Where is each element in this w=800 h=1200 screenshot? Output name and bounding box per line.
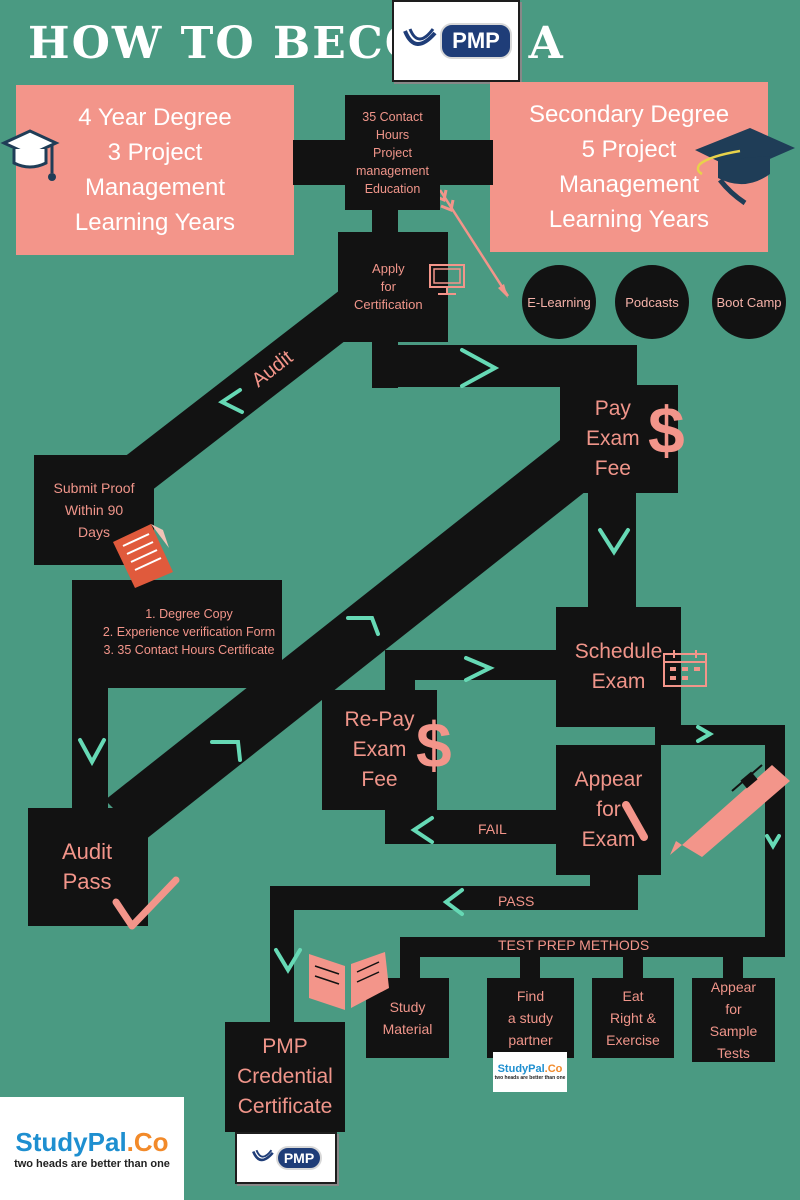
- proof-list-item: 3. 35 Contact Hours Certificate: [103, 643, 275, 657]
- appear-text: Appear for Exam: [574, 768, 643, 851]
- proof-list: 1. Degree Copy 2. Experience verificatio…: [84, 605, 294, 659]
- audit-pass-text: Audit Pass: [62, 839, 113, 894]
- chevron-left-icon: [218, 388, 244, 414]
- studypal-brand: StudyPal: [15, 1127, 127, 1157]
- test-prep-text: Find a study partner: [507, 988, 554, 1048]
- test-prep-box: Eat Right & Exercise: [592, 978, 674, 1058]
- pmp-logo: PMP: [235, 1132, 337, 1184]
- test-prep-box: Appear for Sample Tests: [692, 978, 775, 1062]
- graduation-cap-icon: [0, 129, 60, 181]
- test-prep-text: Study Material: [382, 999, 433, 1037]
- method-label: Boot Camp: [716, 294, 782, 310]
- chevron-right-icon: [460, 348, 500, 388]
- repay-text: Re-Pay Exam Fee: [344, 708, 415, 791]
- chevron-down-icon: [765, 834, 781, 850]
- path-audit-diagonal: [88, 290, 372, 515]
- chevron-up-right-icon: [210, 740, 242, 762]
- chevron-down-icon: [274, 948, 302, 974]
- studypal-logo: StudyPal.Co two heads are better than on…: [0, 1097, 184, 1200]
- open-book-icon: [309, 952, 389, 1010]
- test-prep-label: TEST PREP METHODS: [498, 937, 650, 953]
- appear-box: Appear for Exam: [556, 745, 661, 875]
- method-label: Podcasts: [625, 294, 679, 310]
- test-prep-box: Find a study partner: [487, 978, 574, 1058]
- path-fail: [385, 810, 560, 844]
- method-circle: Boot Camp: [712, 265, 786, 339]
- chevron-right-icon: [696, 725, 714, 743]
- submit-proof-box: Submit Proof Within 90 Days: [34, 455, 154, 565]
- method-label: E-Learning: [527, 294, 591, 310]
- studypal-suffix: .Co: [126, 1127, 169, 1157]
- stem-partner: [520, 950, 540, 980]
- pmp-swoosh-icon: [251, 1149, 274, 1162]
- graduation-cap-icon: [695, 128, 795, 206]
- method-circle: Podcasts: [615, 265, 689, 339]
- pass-label: PASS: [498, 893, 535, 909]
- schedule-box: Schedule Exam: [556, 607, 681, 727]
- pmp-credential-box: PMP Credential Certificate: [225, 1022, 345, 1132]
- test-prep-text: Eat Right & Exercise: [606, 988, 660, 1048]
- proof-list-block: [72, 580, 282, 688]
- chevron-right-icon: [464, 656, 495, 682]
- document-icon: [113, 524, 173, 588]
- secondary-degree-text: Secondary Degree 5 Project Management Le…: [528, 101, 730, 233]
- path-pass-down: [270, 886, 294, 1026]
- degree-4-year-box: 4 Year Degree 3 Project Management Learn…: [16, 85, 294, 255]
- chevron-left-icon: [442, 888, 464, 916]
- path-contact-to-apply: [372, 205, 398, 235]
- proof-list-item: 2. Experience verification Form: [102, 625, 276, 639]
- chevron-up-right-icon: [346, 616, 380, 636]
- pmp-credential-text: PMP Credential Certificate: [237, 1035, 333, 1118]
- degree-4-year-text: 4 Year Degree 3 Project Management Learn…: [74, 104, 236, 236]
- arrowhead: [498, 284, 508, 298]
- pmp-swoosh-icon: [403, 28, 437, 46]
- pay-fee-text: Pay Exam Fee: [586, 397, 640, 480]
- audit-pass-box: Audit Pass: [28, 808, 148, 926]
- studypal-small-logo: StudyPal.Co two heads are better than on…: [493, 1052, 567, 1092]
- studypal-tagline: two heads are better than one: [14, 1158, 170, 1170]
- pay-fee-box: Pay Exam Fee: [560, 385, 678, 493]
- stem-study: [400, 937, 420, 982]
- submit-proof-text: Submit Proof Within 90 Days: [53, 480, 135, 540]
- studypal-small-tagline: two heads are better than one: [494, 1075, 566, 1081]
- test-prep-text: Appear for Sample Tests: [709, 979, 758, 1061]
- chevron-down-icon: [78, 738, 106, 767]
- path-test-prep-bar: [400, 937, 785, 957]
- pmp-logo: PMP: [392, 0, 520, 82]
- checkmark-icon: [112, 876, 180, 930]
- stem-sample: [723, 950, 743, 980]
- studypal-suffix: .Co: [544, 1063, 563, 1075]
- fail-label: FAIL: [478, 821, 507, 837]
- contact-hours-box: 35 Contact Hours Project management Educ…: [345, 95, 440, 210]
- monitor-icon: [429, 264, 465, 295]
- contact-hours-text: 35 Contact Hours Project management Educ…: [356, 109, 429, 196]
- path-side-top: [655, 725, 785, 745]
- method-circle: E-Learning: [522, 265, 596, 339]
- pmp-logo-text: PMP: [275, 1146, 323, 1170]
- proof-list-item: 1. Degree Copy: [145, 607, 233, 621]
- pmp-logo-text: PMP: [440, 23, 512, 59]
- path-apply-to-pay: [372, 345, 637, 387]
- dollar-icon: $: [648, 393, 685, 467]
- schedule-text: Schedule Exam: [574, 640, 663, 693]
- calendar-icon: [663, 650, 707, 687]
- chevron-left-icon: [410, 816, 434, 844]
- dollar-icon: $: [416, 709, 452, 781]
- pen-icon: [622, 764, 790, 857]
- studypal-brand: StudyPal: [497, 1063, 545, 1075]
- chevron-down-icon: [598, 528, 630, 556]
- chevrons: [78, 348, 781, 974]
- repay-box: Re-Pay Exam Fee: [322, 690, 437, 810]
- stem-eat: [623, 950, 643, 980]
- apply-text: Apply for Certification: [354, 261, 423, 312]
